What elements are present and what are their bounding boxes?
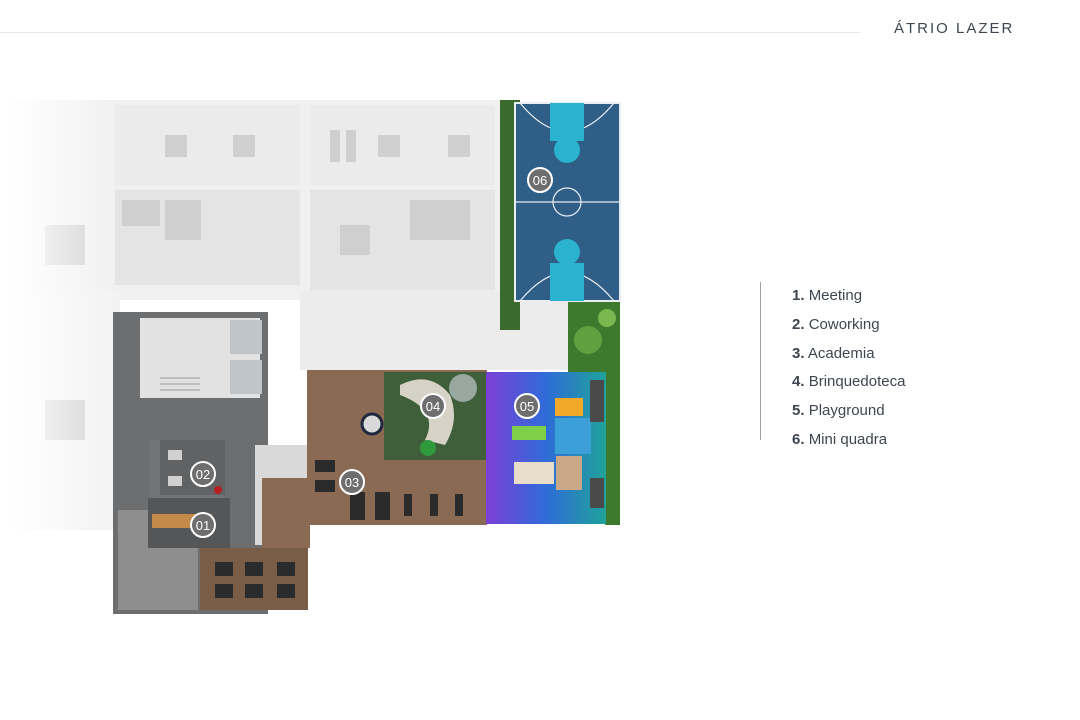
legend-item-mini-quadra: 6. Mini quadra: [792, 426, 905, 455]
legend-item-brinquedoteca: 4. Brinquedoteca: [792, 368, 905, 397]
legend-item-meeting: 1. Meeting: [792, 282, 905, 311]
legend-number: 2.: [792, 315, 805, 333]
legend-number: 1.: [792, 287, 805, 304]
legend-label: Brinquedoteca: [808, 373, 906, 391]
marker-03: 03: [339, 469, 365, 495]
mini-court: [500, 100, 621, 330]
legend-number: 3.: [792, 344, 805, 362]
marker-04: 04: [420, 393, 446, 419]
svg-text:03: 03: [345, 475, 359, 490]
playground: [486, 372, 606, 524]
svg-text:02: 02: [196, 467, 210, 482]
marker-01: 01: [190, 512, 216, 538]
marker-02: 02: [190, 461, 216, 487]
legend-label: Mini quadra: [808, 430, 888, 448]
legend-item-academia: 3. Academia: [792, 340, 905, 369]
legend-label: Meeting: [808, 287, 863, 304]
svg-text:01: 01: [196, 518, 210, 533]
garden: [568, 302, 620, 525]
page-title: ÁTRIO LAZER: [894, 20, 1015, 37]
legend-label: Coworking: [808, 315, 880, 333]
marker-06: 06: [527, 167, 553, 193]
header-rule: [0, 32, 860, 33]
meeting-room: [148, 498, 230, 548]
legend-label: Playground: [808, 402, 885, 420]
terrace: [300, 290, 570, 370]
legend-label: Academia: [807, 344, 875, 362]
legend: 1. Meeting 2. Coworking 3. Academia 4. B…: [760, 282, 905, 448]
legend-item-coworking: 2. Coworking: [792, 311, 905, 340]
svg-text:05: 05: [520, 399, 534, 414]
svg-text:04: 04: [426, 399, 440, 414]
area-markers: 01 02 03 04 05 06: [190, 167, 553, 538]
legend-number: 4.: [792, 373, 805, 391]
svg-text:06: 06: [533, 173, 547, 188]
legend-item-playground: 5. Playground: [792, 397, 905, 426]
marker-05: 05: [514, 393, 540, 419]
legend-number: 6.: [792, 430, 805, 448]
legend-number: 5.: [792, 402, 805, 420]
